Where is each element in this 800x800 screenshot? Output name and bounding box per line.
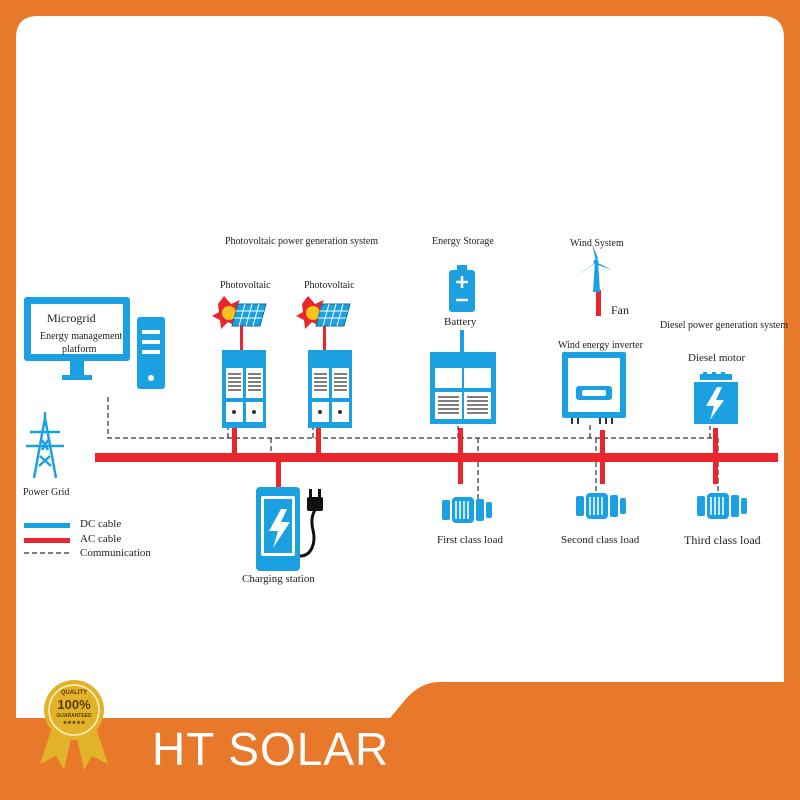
legend-ac: AC cable bbox=[80, 533, 122, 545]
pv-label-1: Photovoltaic bbox=[220, 280, 271, 291]
battery-icon bbox=[449, 265, 475, 352]
battery-label: Battery bbox=[444, 316, 477, 328]
charging-station-icon bbox=[256, 487, 323, 571]
fan-label: Fan bbox=[611, 303, 629, 317]
load-icon-1 bbox=[442, 497, 492, 523]
pv-label-2: Photovoltaic bbox=[304, 280, 355, 291]
microgrid-title: Microgrid bbox=[47, 311, 96, 325]
energy-storage-title: Energy Storage bbox=[432, 236, 494, 247]
power-grid-label: Power Grid bbox=[23, 487, 70, 498]
badge-line-1: QUALITY bbox=[60, 690, 88, 696]
charging-station-label: Charging station bbox=[242, 573, 315, 585]
first-load-label: First class load bbox=[437, 534, 503, 546]
ac-bus bbox=[95, 453, 778, 462]
storage-cabinet bbox=[430, 352, 496, 424]
brand-name: HT SOLAR bbox=[152, 723, 390, 775]
wind-inverter-label: Wind energy inverter bbox=[558, 340, 643, 351]
diesel-motor-label: Diesel motor bbox=[688, 352, 746, 364]
diesel-system-title: Diesel power generation system bbox=[660, 320, 789, 331]
solar-panel-icon-2 bbox=[296, 296, 351, 329]
second-load-label: Second class load bbox=[561, 534, 640, 546]
power-tower-icon bbox=[26, 412, 64, 479]
computer-icon bbox=[24, 297, 165, 389]
communication-lines bbox=[107, 397, 719, 500]
badge-line-2: 100% bbox=[57, 697, 91, 712]
microgrid-subtitle-1: Energy management bbox=[40, 331, 123, 342]
legend-comm: Communication bbox=[80, 547, 151, 559]
wind-inverter-box bbox=[562, 352, 626, 424]
diesel-engine-icon bbox=[694, 372, 738, 424]
load-icon-2 bbox=[576, 493, 626, 519]
solar-panel-icon-1 bbox=[212, 296, 267, 329]
third-load-label: Third class load bbox=[684, 533, 761, 547]
legend-swatches bbox=[24, 523, 70, 554]
pv-cabinet-links bbox=[240, 325, 326, 350]
microgrid-subtitle-2: platform bbox=[62, 344, 97, 355]
pv-inverter-cabinet-1 bbox=[222, 350, 266, 428]
wind-turbine-icon bbox=[574, 244, 612, 292]
pv-system-title: Photovoltaic power generation system bbox=[225, 236, 379, 247]
legend-dc: DC cable bbox=[80, 518, 122, 530]
load-icon-3 bbox=[697, 493, 747, 519]
pv-inverter-cabinet-2 bbox=[308, 350, 352, 428]
ac-connectors bbox=[232, 290, 718, 487]
wind-system-title: Wind System bbox=[570, 238, 624, 249]
badge-line-4: ★★★★★ bbox=[62, 720, 86, 726]
quality-badge-icon bbox=[40, 680, 108, 770]
badge-line-3: GUARANTEED bbox=[56, 713, 92, 719]
